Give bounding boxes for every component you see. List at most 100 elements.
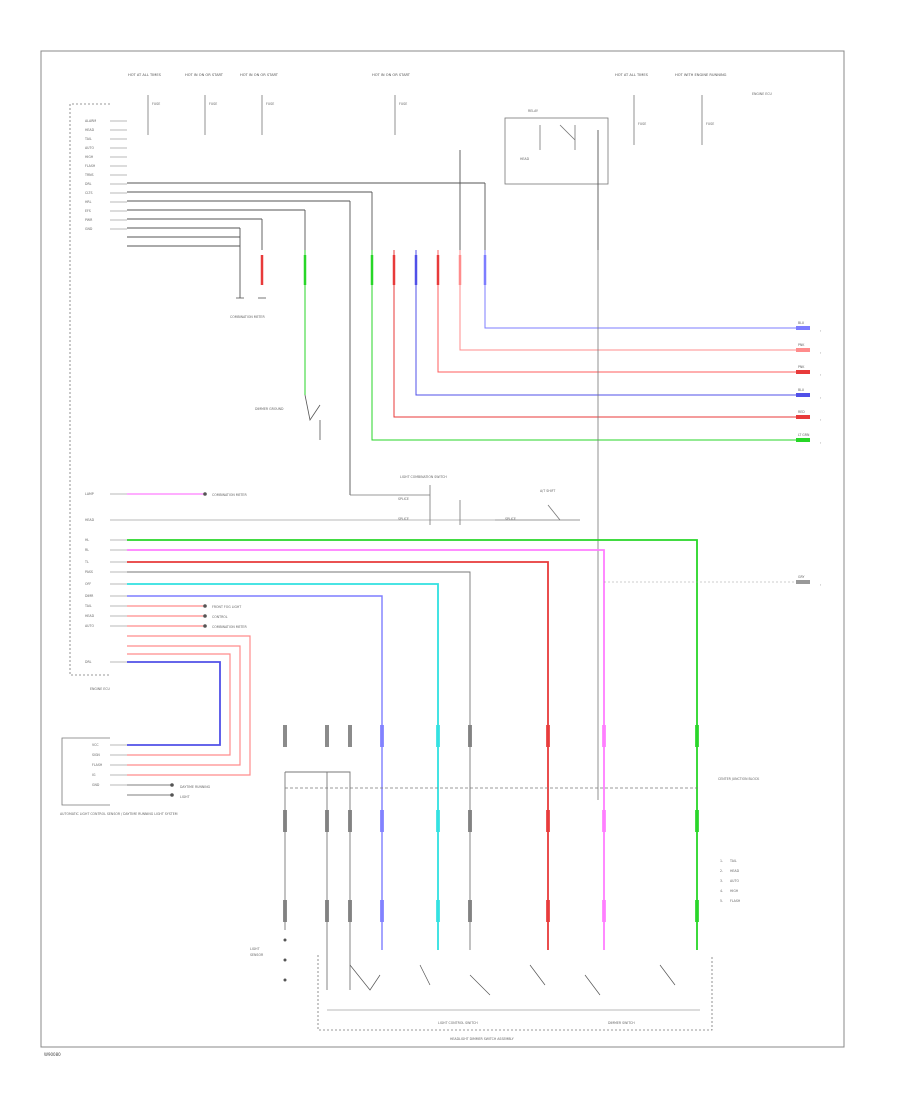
fuse-label-5: HOT AT ALL TIMES — [615, 73, 649, 77]
wire-segment-block — [468, 810, 472, 832]
wire-segment-block — [468, 725, 472, 747]
left-module-pin-label: FLASH — [92, 763, 103, 767]
svg-text:COMBINATION METER: COMBINATION METER — [212, 625, 247, 629]
svg-text:FRONT FOG LIGHT: FRONT FOG LIGHT — [212, 605, 241, 609]
connector-arrow-icon: › — [820, 441, 822, 445]
legend-item: AUTO — [730, 879, 739, 883]
wire-blue-long — [127, 595, 383, 950]
svg-text:FUSE: FUSE — [638, 122, 646, 126]
light-control-switch-label: LIGHT CONTROL SWITCH — [438, 1021, 478, 1025]
right-connectors: BLU›PNK›PNK›BLU›RED›LT GRN›GRY› — [796, 321, 822, 587]
connector-label: RED — [798, 410, 805, 414]
svg-text:SPLICE: SPLICE — [398, 517, 409, 521]
wire-segment-block — [546, 900, 550, 922]
connector-arrow-icon: › — [820, 396, 822, 400]
bottom-module-label: HEADLIGHT DIMMER SWITCH ASSEMBLY — [450, 1037, 514, 1041]
connector-tag — [796, 580, 810, 584]
legend-bullet: 5. — [720, 899, 723, 903]
wire-segment-block — [283, 725, 287, 747]
ecu-lower-pin-label: LAMP — [85, 492, 94, 496]
connector-label: PNK — [798, 365, 805, 369]
svg-text:SPLICE: SPLICE — [398, 497, 409, 501]
lower-harness — [127, 493, 810, 950]
connector-label: PNK — [798, 343, 805, 347]
connector-label: LT GRN — [798, 433, 810, 437]
page-label: W90080 — [44, 1052, 61, 1057]
wire-green-1 — [371, 250, 810, 441]
wire-red-long — [127, 561, 549, 950]
ground-label-1: COMBINATION METER — [230, 315, 265, 319]
mid-connector-label: LIGHT COMBINATION SWITCH — [400, 475, 447, 479]
connector-arrow-icon: › — [820, 373, 822, 377]
ecu-pin-label: TRNS — [84, 173, 94, 177]
ecu-pin-label: PWR — [85, 218, 93, 222]
ecu-lower-pin-label: HEAD — [85, 518, 95, 522]
upper-harness — [127, 130, 599, 495]
fuse-label-3: HOT IN ON OR START — [240, 73, 279, 77]
relay-switch — [539, 124, 576, 150]
ecu-pin-label: AUTO — [85, 146, 94, 150]
left-module-pin-label: SIGN — [92, 753, 100, 757]
ecu-pin-label: HEAD — [85, 128, 95, 132]
wire-cyan — [127, 583, 439, 950]
legend-bullet: 2. — [720, 869, 723, 873]
connector-arrow-icon: › — [820, 583, 822, 587]
left-module-label: AUTOMATIC LIGHT CONTROL SENSOR / DAYTIME… — [60, 812, 178, 816]
wire-segment-block — [602, 810, 606, 832]
ecu-pin-label: ALARM — [85, 119, 96, 123]
svg-text:COMBINATION METER: COMBINATION METER — [212, 493, 247, 497]
ecu-lower-pin-label: DIMR — [85, 594, 94, 598]
connector-tag — [796, 326, 810, 330]
wire-red-d — [127, 635, 251, 776]
connector-tag — [796, 438, 810, 442]
ecu-lower-pin-label: AUTO — [85, 624, 94, 628]
wire-segment-block — [546, 810, 550, 832]
wire-segment-block — [695, 900, 699, 922]
legend-bullet: 4. — [720, 889, 723, 893]
wire-red-e — [127, 645, 241, 766]
wire-pink-1 — [459, 250, 810, 351]
ecu-pin-label: GND — [85, 227, 93, 231]
diagram-frame — [40, 50, 845, 1048]
ecu-lower-pin-label: TAIL — [84, 604, 92, 608]
ecu-lower-pin-label: OFF — [85, 582, 91, 586]
wire-segment-block — [695, 810, 699, 832]
wire-red-1 — [437, 250, 810, 373]
connector-arrow-icon: › — [820, 351, 822, 355]
wire-segment-block — [546, 725, 550, 747]
wire-gray-1 — [127, 571, 471, 950]
wire-connector-blocks — [283, 725, 699, 922]
lower-annotations: COMBINATION METER FRONT FOG LIGHT CONTRO… — [170, 492, 247, 799]
fuse-icons: FUSE FUSE FUSE FUSE FUSE FUSE — [152, 102, 714, 126]
svg-text:FUSE: FUSE — [209, 102, 217, 106]
wire-blue-2 — [415, 250, 810, 396]
connector-label: GRY — [798, 575, 804, 579]
svg-text:HEAD: HEAD — [520, 157, 530, 161]
ecu-lower-label: ENGINE ECU — [90, 687, 110, 691]
left-module-box — [61, 737, 110, 806]
svg-text:DAYTIME RUNNING: DAYTIME RUNNING — [180, 785, 211, 789]
legend-item: HIGH — [730, 889, 739, 893]
svg-text:LIGHT: LIGHT — [250, 947, 260, 951]
svg-text:FUSE: FUSE — [266, 102, 274, 106]
legend-item: TAIL — [729, 859, 737, 863]
ecu-upper-pins: ALARMHEADTAILAUTOHIGHFLASHTRNSDRLCLTSHRL… — [84, 119, 127, 231]
connector-arrow-icon: › — [820, 418, 822, 422]
top-fuse-labels: HOT AT ALL TIMES HOT IN ON OR START HOT … — [128, 73, 727, 77]
bottom-gray-wires — [284, 771, 351, 990]
ecu-upper-box — [69, 103, 110, 676]
dimmer-ground-switch — [304, 394, 321, 440]
ecu-lower-pin-label: TL — [84, 560, 89, 564]
mid-connector — [350, 250, 599, 800]
svg-text:A/T SHIFT: A/T SHIFT — [540, 489, 555, 493]
svg-text:FUSE: FUSE — [399, 102, 407, 106]
fuse-label-4: HOT IN ON OR START — [372, 73, 411, 77]
right-harness — [304, 250, 810, 441]
ecu-lower-pin-label: DRL — [85, 660, 92, 664]
wire-segment-block — [380, 725, 384, 747]
wire-red-2 — [393, 250, 810, 418]
wire-blue-1 — [484, 250, 810, 329]
